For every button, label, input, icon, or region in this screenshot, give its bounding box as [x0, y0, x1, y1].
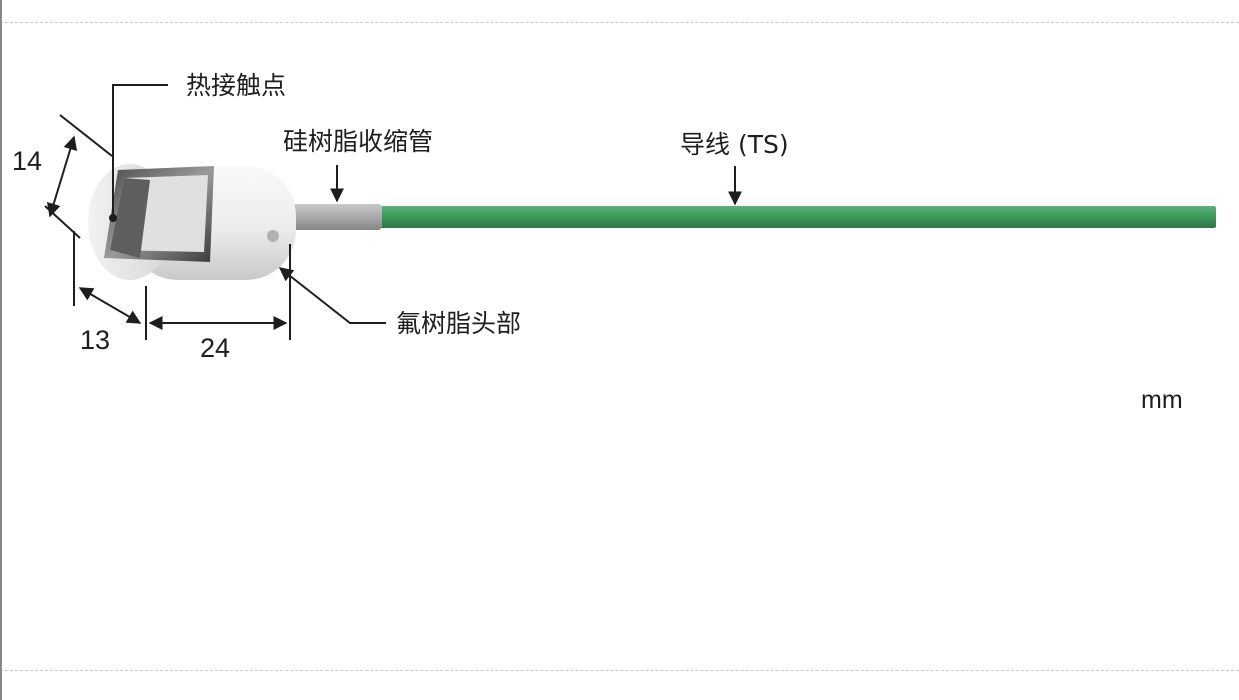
lead-wire-label: 导线 (TS): [680, 130, 789, 159]
top-dashed-divider: [0, 22, 1239, 23]
hot-junction-point-icon: [109, 214, 117, 222]
width-dimension-value: 14: [12, 146, 42, 176]
unit-label: mm: [1141, 386, 1183, 414]
hot-junction-label: 热接触点: [186, 71, 286, 100]
screw-hole-icon: [267, 230, 279, 242]
left-border: [0, 0, 2, 700]
metal-contact-plate: [104, 166, 214, 262]
silicone-shrink-tube: [290, 204, 382, 230]
hot-junction-leader: [112, 84, 168, 218]
depth-dimension-arrow: [78, 287, 142, 324]
width-dimension-arrow: [46, 135, 78, 218]
fluororesin-head-label: 氟树脂头部: [396, 309, 521, 338]
fluororesin-head-leader: [278, 267, 386, 324]
silicone-tube-label: 硅树脂收缩管: [283, 127, 433, 156]
lead-wire: [378, 206, 1216, 228]
depth-dimension-value: 13: [80, 325, 110, 355]
bottom-dashed-divider: [0, 670, 1239, 671]
width-extension-top: [59, 114, 113, 157]
length-dimension-value: 24: [200, 333, 230, 363]
